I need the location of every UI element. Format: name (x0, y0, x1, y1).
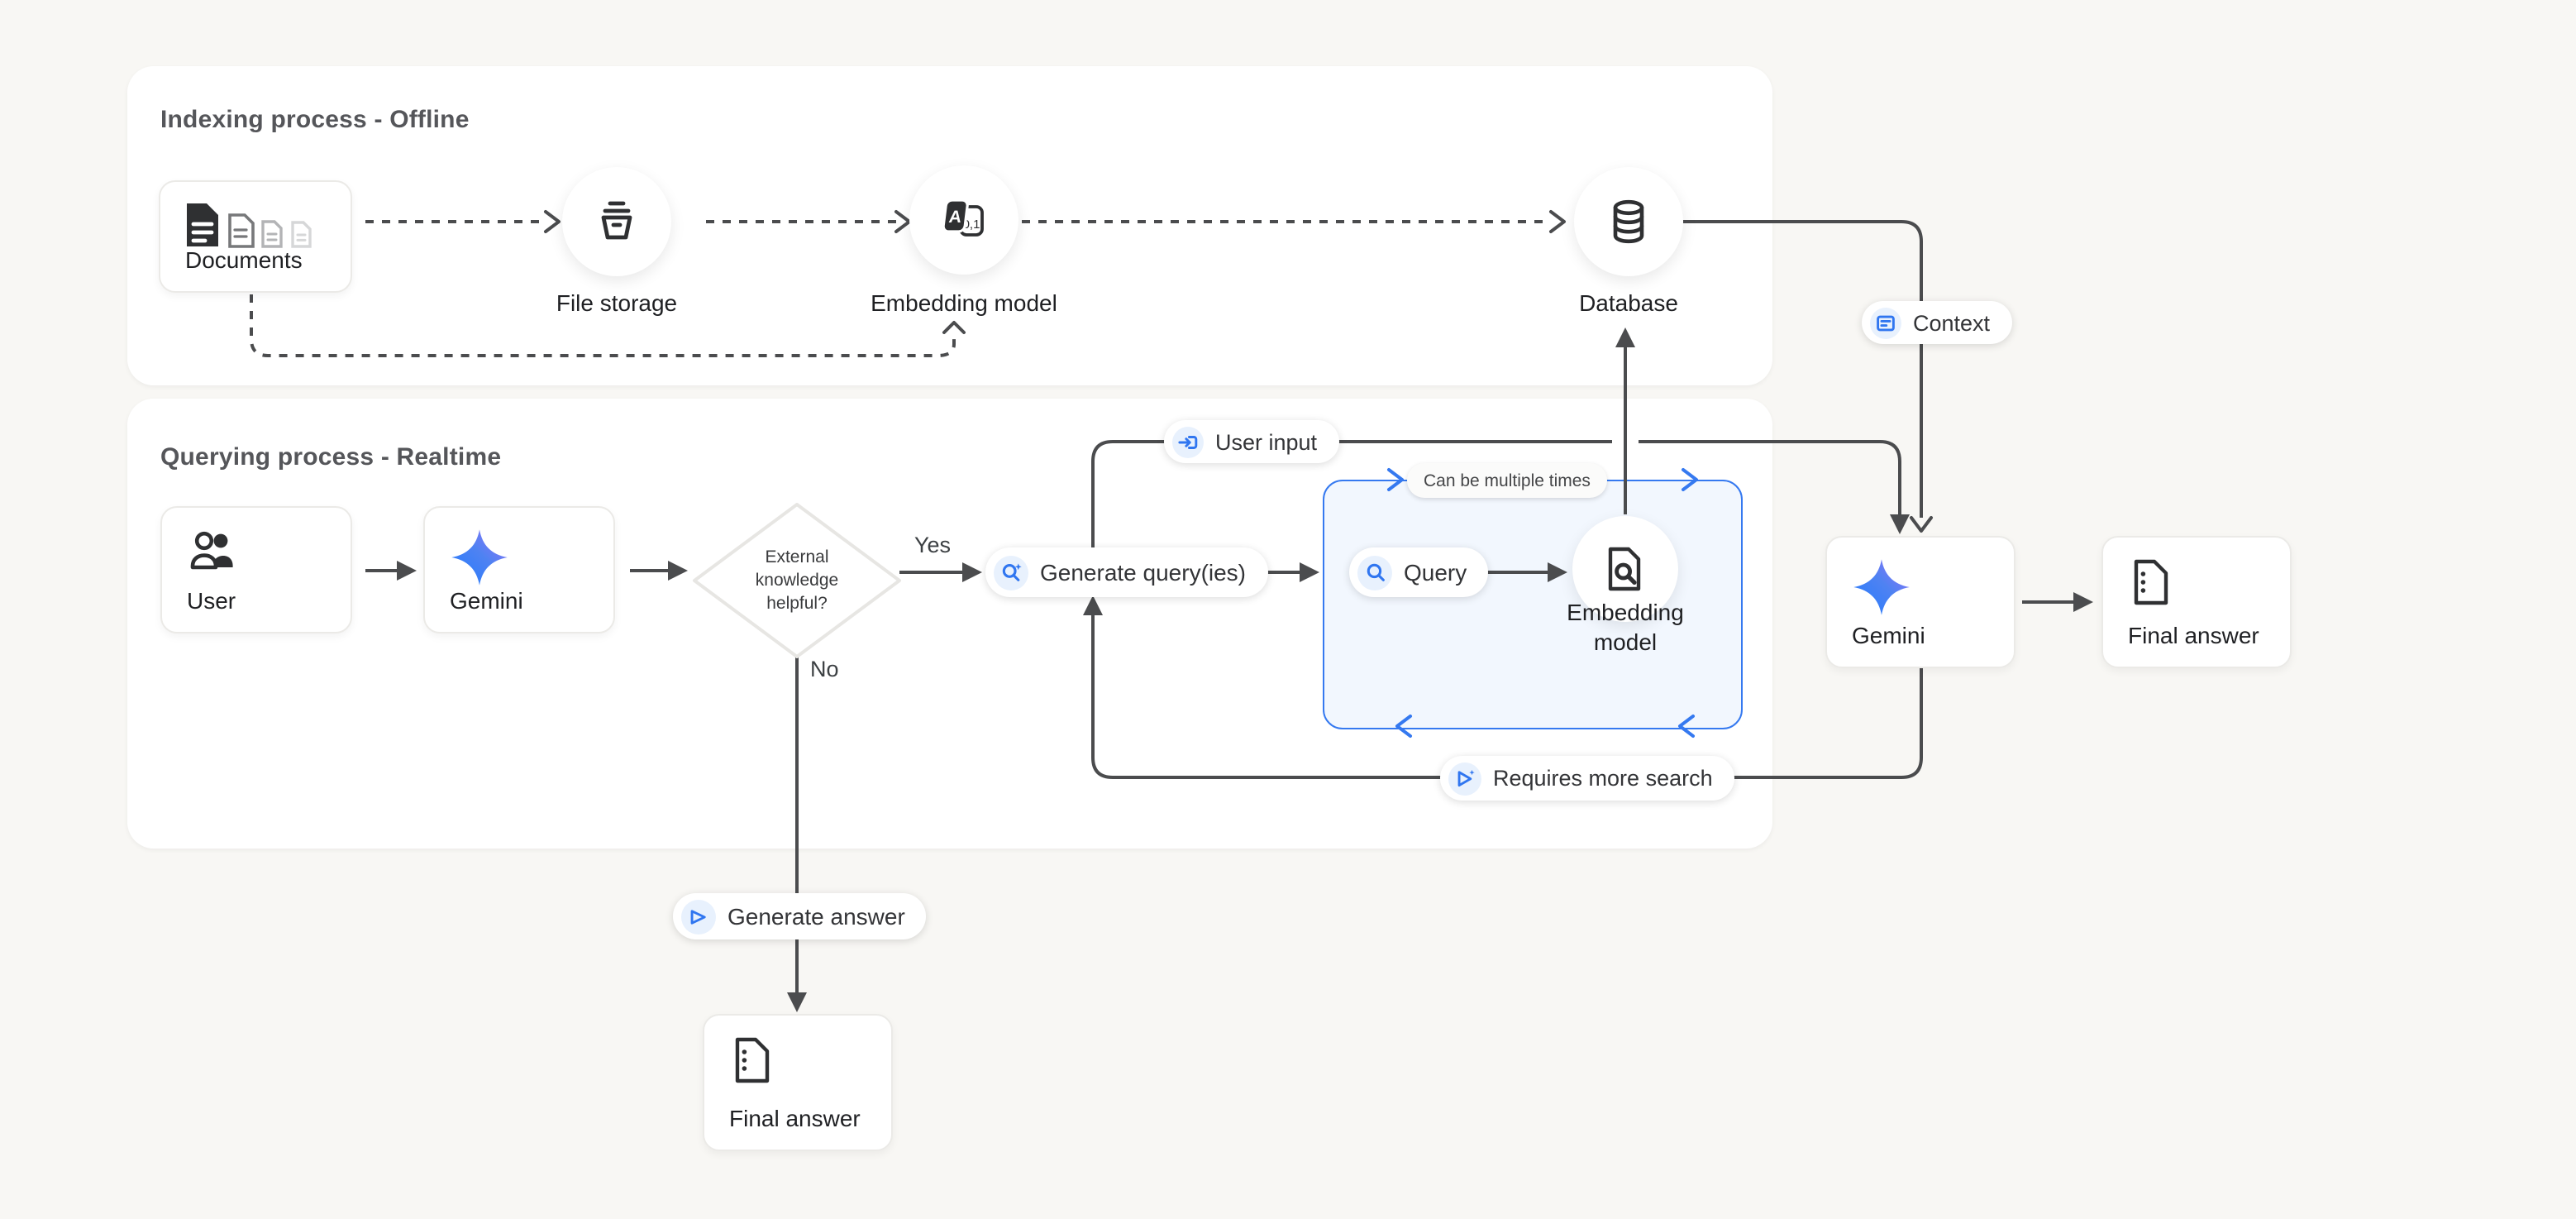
send-sparkle-icon (1448, 762, 1481, 795)
loop-chevron-bottom-1 (1395, 715, 1412, 738)
user-input-pill: User input (1164, 420, 1339, 463)
embedding-model-offline-label: Embedding model (871, 289, 1057, 316)
user-input-label: User input (1215, 429, 1318, 454)
embedding-model-query-node (1572, 516, 1678, 622)
document-icon (729, 1035, 891, 1085)
loop-chevron-top-2 (1682, 468, 1698, 491)
gemini-label: Gemini (450, 587, 523, 614)
search-icon (1357, 555, 1392, 590)
context-label: Context (1913, 310, 1991, 335)
arrowhead-loopbox (1300, 562, 1319, 582)
input-arrow-icon (1172, 426, 1204, 457)
decision-text: External knowledge helpful? (755, 547, 839, 614)
gemini-right-label: Gemini (1852, 622, 1925, 648)
no-label: No (810, 657, 839, 681)
documents-node: Documents (159, 180, 352, 293)
embedding-model-query-label: Embedding model (1567, 599, 1684, 655)
document-stack-icon (185, 202, 351, 251)
generate-answer-label: Generate answer (727, 903, 905, 930)
query-label: Query (1404, 559, 1467, 586)
database-node (1574, 167, 1683, 276)
gemini-right-node: Gemini (1825, 536, 2015, 668)
multiple-times-loop-box (1323, 480, 1743, 729)
final-answer-bottom-node: Final answer (703, 1014, 893, 1151)
final-answer-bottom-label: Final answer (729, 1105, 861, 1131)
arrowhead-decision (668, 561, 688, 581)
arrowhead-loop-up (1083, 595, 1103, 615)
query-pill: Query (1349, 547, 1489, 597)
file-storage-label: File storage (556, 289, 678, 316)
can-be-multiple-times-tag: Can be multiple times (1407, 463, 1607, 498)
edge-userinput-line (1091, 440, 1901, 547)
documents-label: Documents (185, 246, 303, 273)
database-label: Database (1579, 289, 1678, 316)
final-answer-right-node: Final answer (2101, 536, 2292, 668)
arrowhead-database (1549, 210, 1566, 233)
loop-chevron-bottom-2 (1678, 715, 1695, 738)
gemini-star-icon (1852, 557, 2014, 617)
text-to-numbers-icon: 0,1 A (936, 194, 992, 246)
arrowhead-database-up (1615, 327, 1635, 347)
user-label: User (187, 587, 236, 614)
edge-documents-return (250, 294, 956, 357)
arrowhead-final-bottom (787, 992, 807, 1012)
arrowhead-embedding (894, 210, 911, 233)
database-icon (1602, 195, 1655, 248)
generate-queries-label: Generate query(ies) (1040, 559, 1247, 586)
indexing-panel-title: Indexing process - Offline (160, 106, 470, 134)
generate-answer-pill: Generate answer (673, 893, 927, 939)
requires-more-search-label: Requires more search (1493, 766, 1713, 791)
yes-label: Yes (914, 533, 952, 557)
decision-diamond (688, 498, 906, 663)
arrowhead-filestorage (544, 210, 561, 233)
arrowhead-generatequeries (962, 562, 982, 582)
final-answer-right-label: Final answer (2128, 622, 2259, 648)
edge-database-context-line (1683, 220, 1923, 518)
context-pill: Context (1862, 301, 2012, 344)
loop-chevron-top-1 (1387, 468, 1404, 491)
send-icon (681, 899, 716, 934)
gemini-node: Gemini (423, 506, 615, 633)
user-node: User (160, 506, 352, 633)
arrowhead-gemini (397, 561, 417, 581)
arrowhead-return-up (942, 321, 966, 334)
generate-queries-pill: Generate query(ies) (985, 547, 1268, 597)
requires-more-search-pill: Requires more search (1440, 756, 1734, 801)
file-storage-node (562, 167, 671, 276)
arrowhead-embedding-query (1548, 562, 1567, 582)
embedding-model-offline-node: 0,1 A (909, 165, 1018, 275)
users-icon (187, 528, 351, 574)
gemini-star-icon (450, 528, 613, 587)
article-icon (1870, 307, 1901, 338)
storage-bucket-icon (590, 195, 643, 248)
edge-requires-more-search-loop (1091, 615, 1923, 779)
arrowhead-context-down (1910, 516, 1933, 533)
arrowhead-final-right (2073, 592, 2093, 612)
search-sparkle-icon (994, 555, 1028, 590)
arrowhead-userinput-gemini (1890, 514, 1910, 534)
svg-text:A: A (948, 208, 963, 227)
document-search-icon (1600, 544, 1650, 594)
svg-text:0,1: 0,1 (963, 218, 980, 232)
querying-panel-title: Querying process - Realtime (160, 443, 502, 471)
document-icon (2128, 557, 2290, 607)
